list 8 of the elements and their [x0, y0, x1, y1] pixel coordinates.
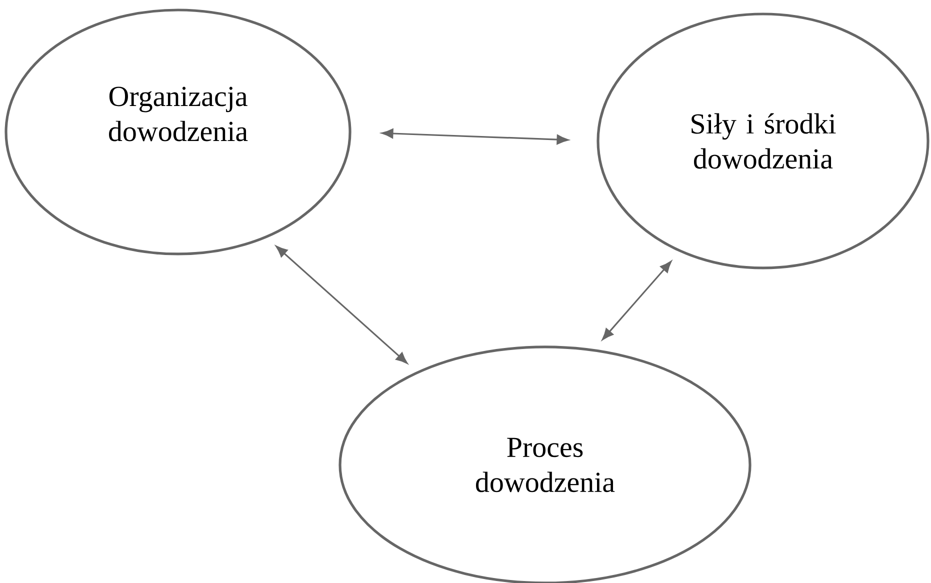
ellipse — [596, 12, 930, 270]
arrow — [382, 128, 568, 144]
ellipse — [4, 8, 352, 256]
node-label: Proces dowodzenia — [476, 438, 615, 492]
node-label: Siły i środki dowodzenia — [692, 113, 836, 169]
arrow — [276, 246, 408, 364]
arrow — [602, 261, 672, 340]
node-label: Organizacja dowodzenia — [109, 86, 248, 142]
